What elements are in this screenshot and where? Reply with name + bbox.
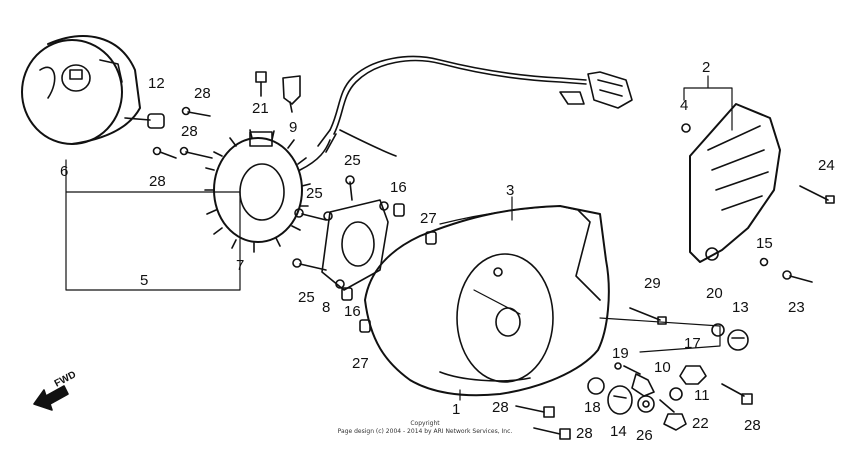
callout-20: 20 <box>706 285 723 302</box>
callout-28-e: 28 <box>576 425 593 442</box>
plug-washer <box>711 323 725 337</box>
callout-29: 29 <box>644 275 661 292</box>
callout-28-d: 28 <box>492 399 509 416</box>
callout-9: 9 <box>289 119 298 136</box>
callout-3: 3 <box>506 182 515 199</box>
callout-16-b: 16 <box>344 303 361 320</box>
leader-lines <box>65 75 733 401</box>
callout-11: 11 <box>694 387 710 404</box>
callout-7: 7 <box>236 257 245 274</box>
sprocket-cover <box>689 103 781 263</box>
callout-28-f: 28 <box>744 417 761 434</box>
small-parts-cluster <box>587 362 707 431</box>
callout-22: 22 <box>692 415 709 432</box>
callout-17: 17 <box>684 335 701 352</box>
cover-gasket <box>439 205 561 225</box>
stator-bolts <box>152 106 213 159</box>
timing-plug <box>727 329 749 351</box>
plate-bolts <box>292 175 355 271</box>
callout-27-a: 27 <box>420 210 437 227</box>
copyright-line-1: Copyright <box>410 420 440 427</box>
callout-28-c: 28 <box>149 173 166 190</box>
crankcase-cover <box>364 205 610 397</box>
cover-bolt-long <box>799 185 835 204</box>
callout-25-b: 25 <box>306 185 323 202</box>
callout-6: 6 <box>60 163 69 180</box>
callout-24: 24 <box>818 157 835 174</box>
cover-bolt <box>629 307 667 325</box>
stator-plate <box>321 199 389 291</box>
callout-27-b: 27 <box>352 355 369 372</box>
wire-clip <box>282 75 301 113</box>
callout-1: 1 <box>452 401 461 418</box>
callout-26: 26 <box>636 427 653 444</box>
grommet <box>681 123 691 133</box>
callout-2: 2 <box>702 59 711 76</box>
callout-25-a: 25 <box>344 152 361 169</box>
callout-28-b: 28 <box>181 123 198 140</box>
stator <box>204 129 331 253</box>
callout-19: 19 <box>612 345 629 362</box>
clip-screw <box>255 71 267 97</box>
wiring-harness <box>317 55 633 157</box>
callout-5: 5 <box>140 272 149 289</box>
rotor-bolt <box>124 113 165 129</box>
lower-cover-bolts <box>515 383 753 440</box>
cover-bolt-short <box>782 270 813 283</box>
callout-12: 12 <box>148 75 165 92</box>
callout-4: 4 <box>680 97 689 114</box>
callout-14: 14 <box>610 423 627 440</box>
callout-21: 21 <box>252 100 269 117</box>
callout-15: 15 <box>756 235 773 252</box>
cover-washer <box>759 257 769 267</box>
flywheel-rotor <box>21 35 141 145</box>
callout-23: 23 <box>788 299 805 316</box>
callout-16-a: 16 <box>390 179 407 196</box>
callout-10: 10 <box>654 359 671 376</box>
callout-8: 8 <box>322 299 331 316</box>
callout-13: 13 <box>732 299 749 316</box>
callout-25-c: 25 <box>298 289 315 306</box>
forward-arrow <box>33 385 69 411</box>
copyright-line-2: Page design (c) 2004 - 2014 by ARI Netwo… <box>337 428 513 435</box>
callout-28-a: 28 <box>194 85 211 102</box>
callout-18: 18 <box>584 399 601 416</box>
